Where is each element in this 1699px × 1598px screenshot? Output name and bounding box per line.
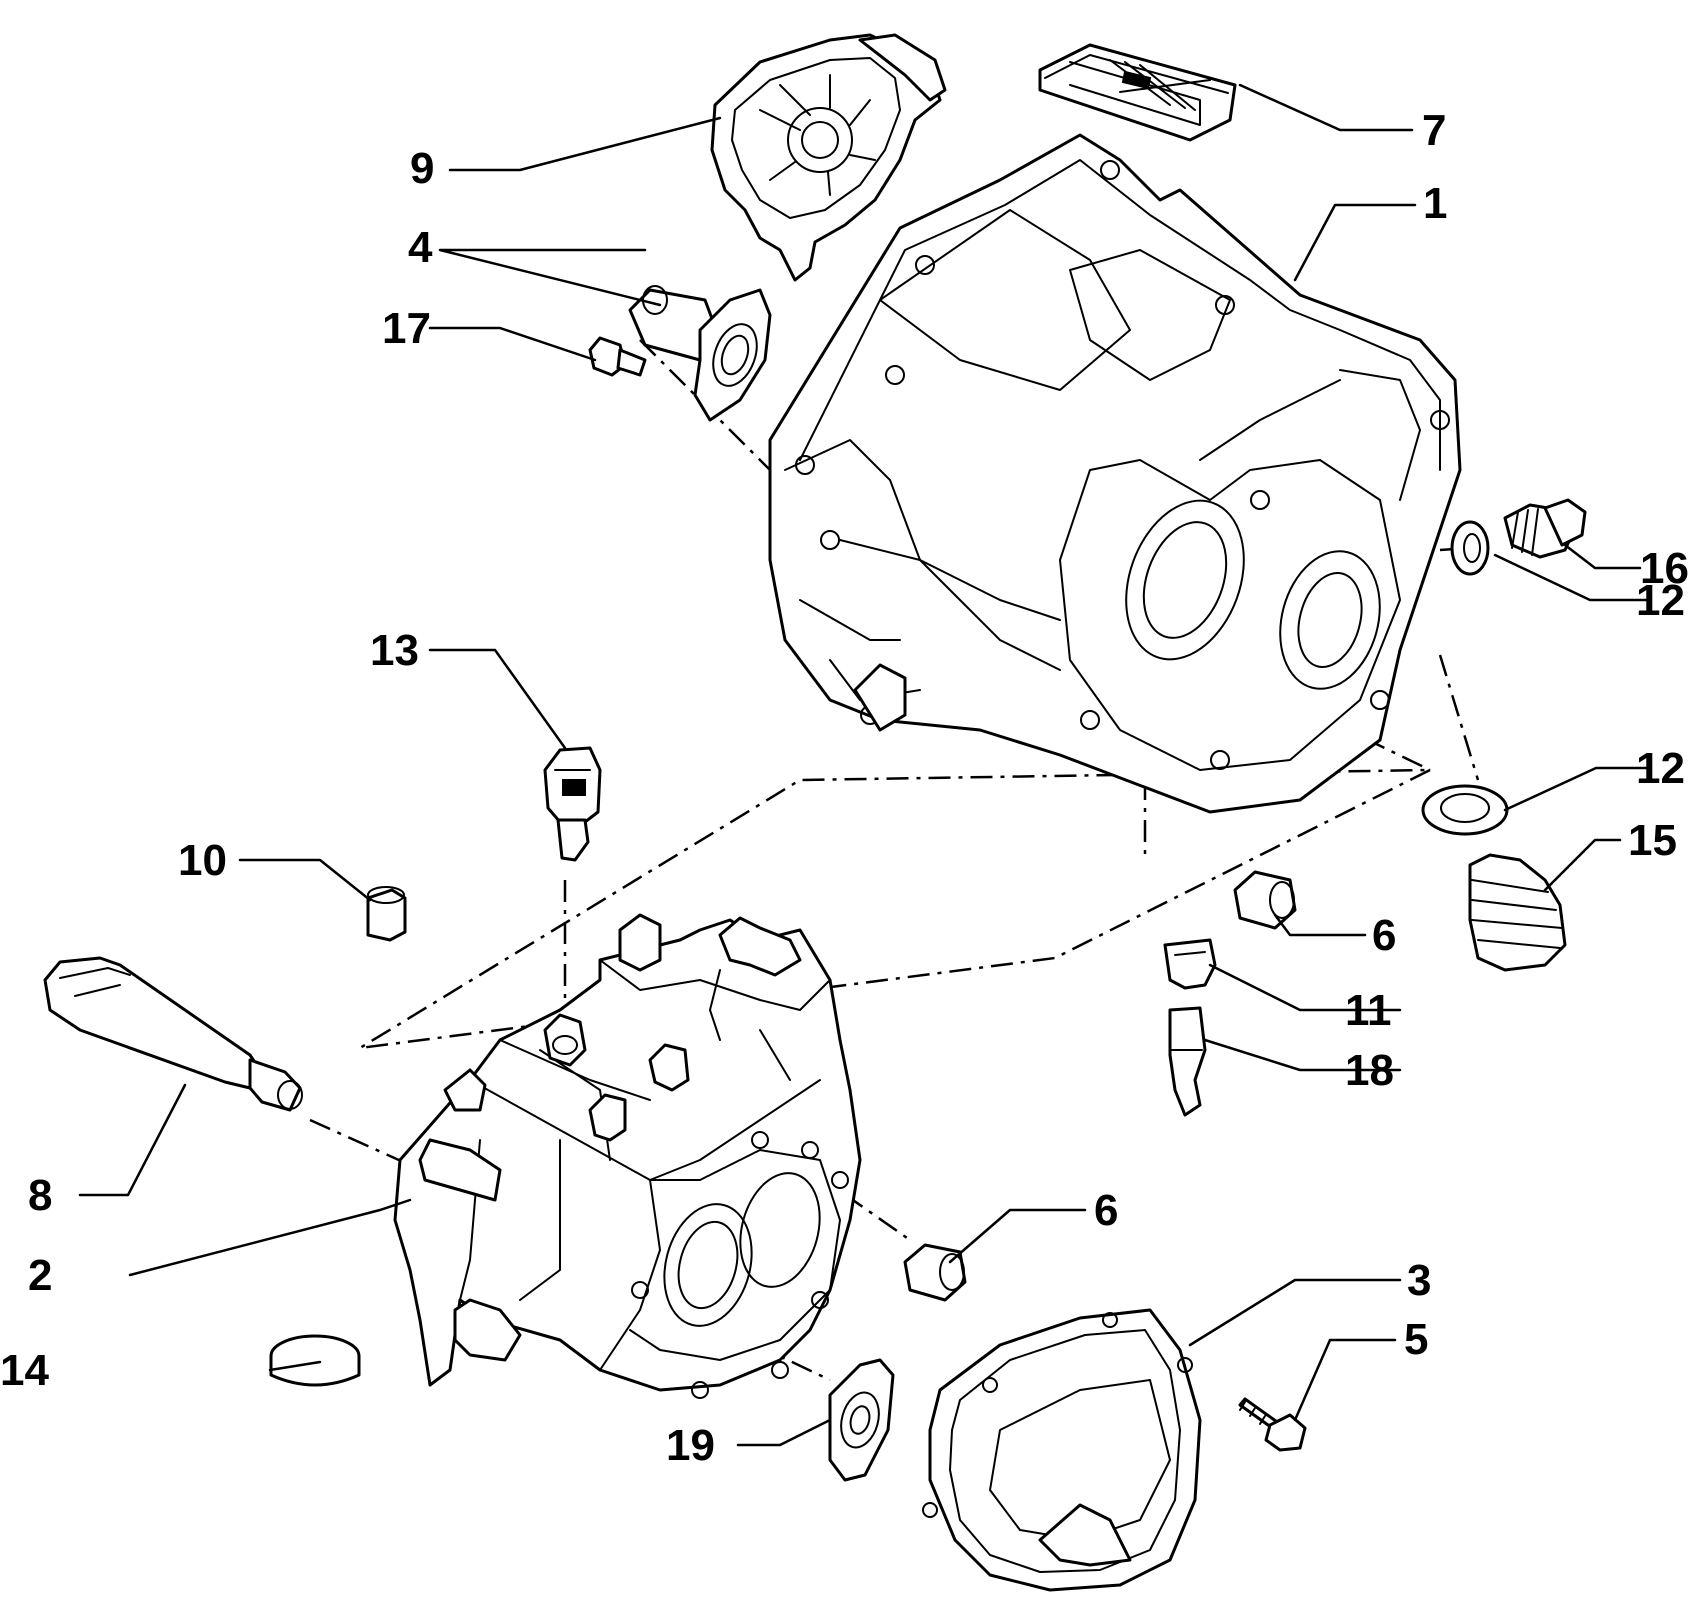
washer-part-12-lower bbox=[1421, 784, 1509, 836]
callout-13: 13 bbox=[370, 626, 419, 675]
callout-7: 7 bbox=[1422, 106, 1446, 155]
callout-3: 3 bbox=[1407, 1256, 1431, 1305]
callout-18: 18 bbox=[1345, 1046, 1394, 1095]
leader-lines bbox=[78, 83, 1650, 1447]
clip-part-11 bbox=[1163, 938, 1217, 990]
callout-16: 16 bbox=[1640, 544, 1689, 593]
end-cover-part-3 bbox=[922, 1308, 1202, 1592]
callout-14: 14 bbox=[0, 1346, 49, 1395]
bolt-part-5 bbox=[1238, 1397, 1307, 1452]
callout-1: 1 bbox=[1423, 179, 1447, 228]
callout-4: 4 bbox=[408, 223, 433, 272]
callout-19: 19 bbox=[666, 1421, 715, 1470]
gearbox-casing-part-2 bbox=[393, 913, 862, 1399]
washer-part-12-upper bbox=[1450, 520, 1490, 576]
callout-2: 2 bbox=[28, 1251, 52, 1300]
callout-5: 5 bbox=[1404, 1315, 1428, 1364]
callout-6-upper: 6 bbox=[1372, 911, 1396, 960]
clutch-housing-part-1 bbox=[768, 133, 1462, 814]
small-bolt-part-17 bbox=[588, 336, 647, 377]
plug-cap-part-14 bbox=[269, 1334, 361, 1387]
sensor-switch-part-13 bbox=[543, 746, 602, 862]
bearing-cover-part-9 bbox=[710, 33, 947, 282]
bushing-part-6-lower bbox=[903, 1243, 967, 1302]
sensor-pin-part-18 bbox=[1168, 1006, 1207, 1117]
drain-plug-part-15 bbox=[1468, 853, 1567, 972]
callout-labels: 1 2 3 4 5 6 6 7 8 9 10 11 12 12 13 14 15… bbox=[0, 106, 1689, 1470]
bushing-part-4 bbox=[628, 285, 772, 422]
callout-10: 10 bbox=[178, 836, 227, 885]
callout-12-upper: 12 bbox=[1636, 576, 1685, 625]
seal-flange-part-19 bbox=[828, 1358, 895, 1482]
callout-8: 8 bbox=[28, 1171, 52, 1220]
lever-part-8 bbox=[43, 956, 303, 1112]
bushing-part-6-upper bbox=[1233, 870, 1297, 930]
cover-plate-part-7 bbox=[1038, 43, 1237, 142]
callout-12-lower: 12 bbox=[1636, 744, 1685, 793]
callout-15: 15 bbox=[1628, 816, 1677, 865]
callout-11: 11 bbox=[1345, 986, 1392, 1035]
callout-9: 9 bbox=[410, 144, 434, 193]
filler-plug-part-16 bbox=[1503, 498, 1587, 559]
sleeve-part-10 bbox=[366, 886, 407, 942]
callout-6-lower: 6 bbox=[1094, 1186, 1118, 1235]
callout-17: 17 bbox=[382, 304, 431, 353]
